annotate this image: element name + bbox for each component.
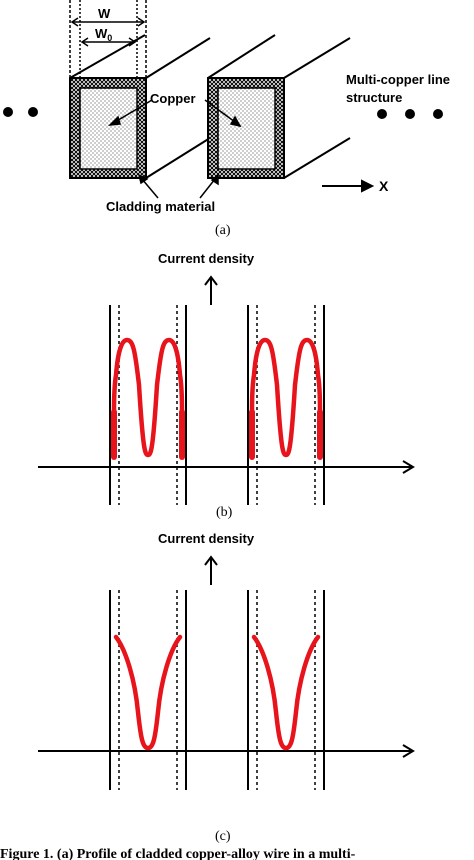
y-axis-arrow-b: [204, 275, 218, 305]
ellipsis-right: [377, 109, 443, 119]
copper-label: Copper: [150, 91, 196, 106]
x-axis-label: X: [379, 178, 389, 194]
caption-c: (c): [215, 829, 231, 844]
caption-b: (b): [216, 505, 233, 520]
dim-w-label: W: [98, 6, 111, 21]
structure-label-line2: structure: [346, 90, 402, 105]
structure-label-line1: Multi-copper line: [346, 72, 450, 87]
ellipsis-left: [3, 107, 38, 117]
cladding-pointer-arrows: [137, 173, 219, 199]
current-density-curves-b: [111, 337, 323, 460]
copper-core-1: [79, 87, 138, 170]
width-dimension: [69, 0, 147, 78]
curve-c-1: [113, 634, 183, 751]
current-density-curves-c: [113, 634, 321, 751]
wire-1: [69, 34, 211, 179]
x-axis-c: [38, 744, 415, 758]
copper-core-2: [217, 87, 276, 170]
panel-a: W W0 Copper: [3, 0, 450, 238]
x-axis-b: [38, 460, 415, 474]
dim-w0-label: W0: [95, 26, 112, 43]
inner-boundary-lines-b: [118, 305, 316, 505]
panel-b: Current density: [38, 251, 415, 520]
caption-a: (a): [215, 223, 231, 238]
curve-b-2: [249, 337, 323, 460]
y-axis-arrow-c: [204, 555, 218, 585]
figure-caption: Figure 1. (a) Profile of cladded copper-…: [0, 847, 356, 860]
copper-pointer-arrows: [107, 99, 242, 128]
curve-b-1: [111, 337, 185, 460]
boundary-lines-b: [109, 305, 325, 505]
boundary-lines-c: [109, 590, 325, 790]
panel-c: Current density (c): [38, 531, 415, 844]
wire-2: [207, 34, 351, 179]
curve-c-2: [251, 634, 321, 751]
current-density-label-c: Current density: [158, 531, 255, 546]
inner-boundary-lines-c: [118, 590, 316, 790]
x-direction-arrow: [322, 179, 375, 193]
current-density-label-b: Current density: [158, 251, 255, 266]
cladding-label: Cladding material: [106, 199, 215, 214]
